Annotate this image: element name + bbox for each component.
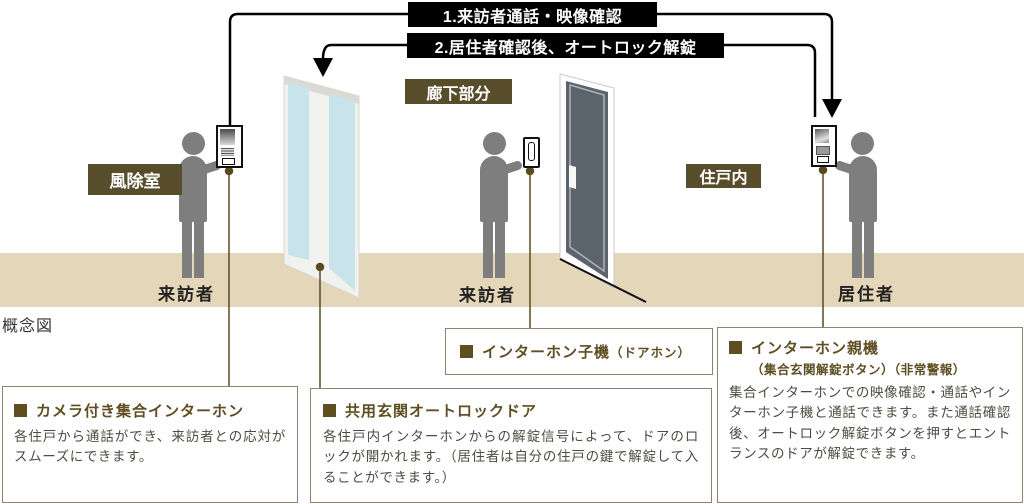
intercom-screen	[815, 129, 829, 143]
callout-body: 集合インターホンでの映像確認・通話やインターホン子機と通話できます。また通話確認…	[729, 385, 1011, 461]
area-tag-dwelling: 住戸内	[686, 164, 761, 188]
bullet-square-icon	[323, 404, 336, 417]
visitor-label: 来訪者	[459, 286, 516, 305]
callout-subtitle: （集合玄関解錠ボタン）（非常警報）	[751, 363, 966, 377]
area-tag-windbreak-room: 風除室	[88, 164, 182, 195]
arrowhead-down-icon	[822, 99, 842, 118]
speaker-panel	[816, 146, 830, 155]
person-leg	[483, 222, 493, 278]
callout-body: 各住戸内インターホンからの解錠信号によって、ドアのロックが開かれます。（居住者は…	[323, 429, 699, 485]
visitor-silhouette	[480, 132, 524, 278]
flow-arrow-1	[228, 12, 842, 127]
flow-step-1-label: 1.来訪者通話・映像確認	[408, 2, 657, 27]
resident-silhouette	[833, 132, 877, 278]
callout-title-text: インターホン子機	[482, 344, 611, 361]
person-leg	[852, 222, 862, 278]
flow-step-1-text: 1.来訪者通話・映像確認	[442, 8, 623, 26]
resident-label: 居住者	[838, 285, 895, 304]
person-head	[851, 132, 874, 155]
flow-step-2-text: 2.居住者確認後、オートロック解錠	[434, 39, 697, 57]
callout-doorbell-unit: インターホン子機（ドアホン）	[445, 328, 713, 375]
call-button	[222, 158, 235, 165]
area-tag-text: 風除室	[109, 172, 161, 191]
diagram-caption: 概念図	[2, 318, 54, 335]
callout-body: 各住戸から通話ができ、来訪者との応対がスムーズにできます。	[14, 429, 286, 465]
doorbell-unit-icon	[523, 137, 540, 168]
callout-title-note: （ドアホン）	[610, 346, 692, 360]
callout-title: 共用玄関オートロックドア	[345, 403, 538, 420]
callout-entrance-intercom: カメラ付き集合インターホン 各住戸から通話ができ、来訪者との応対がスムーズにでき…	[2, 386, 298, 503]
unlock-button	[817, 156, 829, 163]
area-tag-text: 廊下部分	[426, 85, 491, 103]
visitor-label: 来訪者	[158, 285, 215, 304]
flow-step-2-label: 2.居住者確認後、オートロック解錠	[407, 33, 724, 58]
person-head	[483, 132, 506, 155]
person-leg	[495, 222, 505, 278]
entrance-intercom-icon	[216, 125, 243, 168]
speaker-grille	[221, 148, 234, 156]
person-leg	[864, 222, 874, 278]
bullet-square-icon	[14, 404, 27, 417]
bullet-square-icon	[729, 341, 742, 354]
visitor-silhouette	[179, 132, 223, 278]
callout-autolock-door: 共用玄関オートロックドア 各住戸内インターホンからの解錠信号によって、ドアのロッ…	[310, 388, 712, 503]
arrowhead-down-icon	[313, 58, 333, 77]
area-tag-corridor: 廊下部分	[405, 79, 512, 104]
callout-title: カメラ付き集合インターホン	[36, 403, 245, 420]
person-leg	[194, 222, 204, 278]
person-leg	[182, 222, 192, 278]
intercom-screen	[220, 129, 235, 145]
area-tag-text: 住戸内	[699, 170, 748, 187]
callout-title: インターホン親機	[751, 340, 880, 357]
master-intercom-icon	[811, 125, 837, 167]
doorbell-button	[528, 142, 535, 161]
callout-title: インターホン子機（ドアホン）	[482, 341, 691, 362]
person-head	[182, 132, 205, 155]
callout-master-unit: インターホン親機 （集合玄関解錠ボタン）（非常警報） 集合インターホンでの映像確…	[717, 327, 1023, 503]
bullet-square-icon	[460, 345, 473, 358]
